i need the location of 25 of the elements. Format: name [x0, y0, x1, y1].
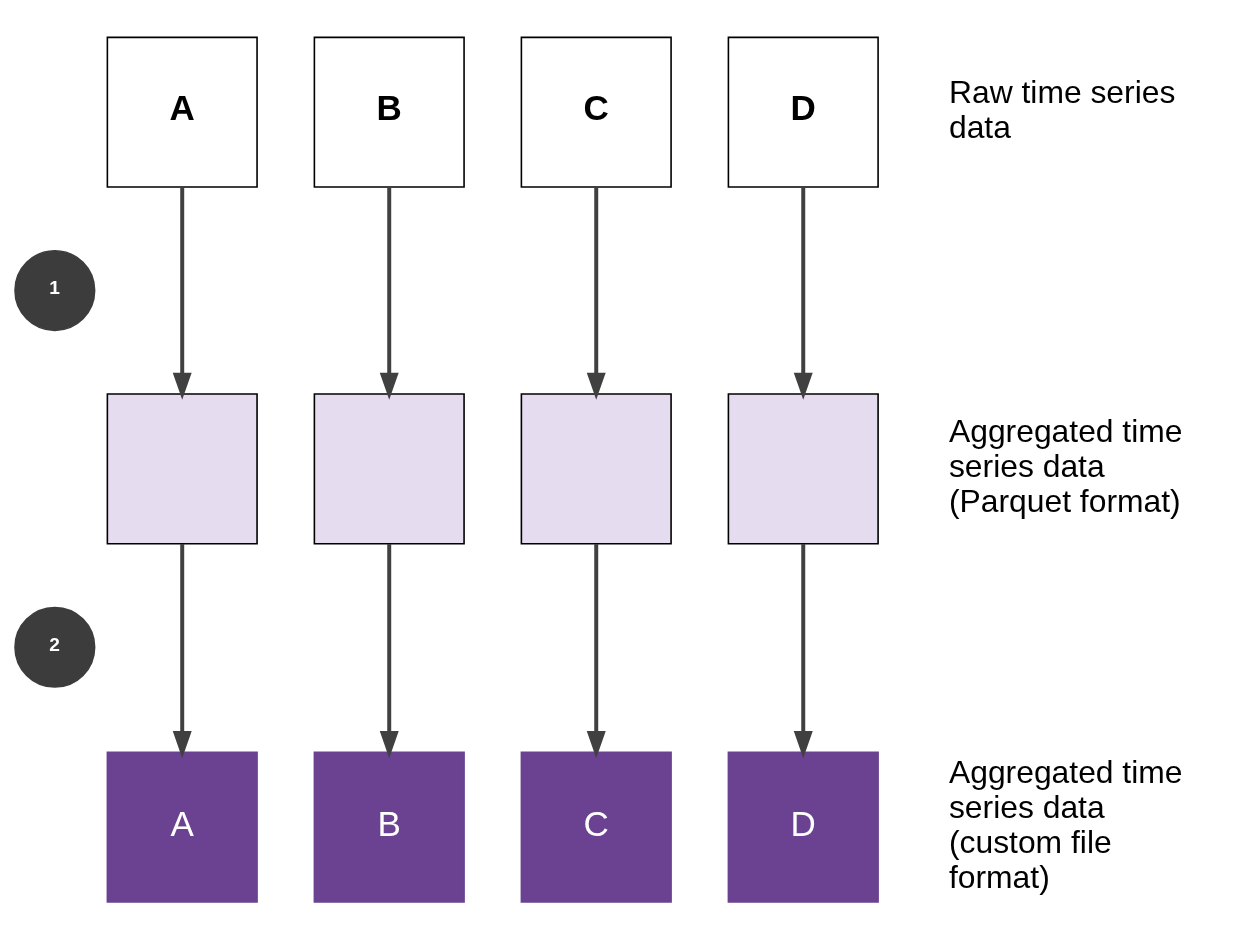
arrow — [379, 187, 399, 400]
arrow — [586, 187, 606, 400]
arrow — [172, 543, 192, 758]
arrow — [172, 187, 192, 400]
arrow — [793, 187, 813, 400]
node-box: A — [106, 751, 258, 903]
node-box: A — [106, 36, 258, 188]
node-box: D — [727, 751, 879, 903]
node-box: D — [727, 36, 879, 188]
node-circle: 1 — [14, 249, 96, 331]
label: Aggregated time series data (Parquet format) — [948, 412, 1183, 519]
node-circle: 2 — [14, 606, 96, 688]
label: Raw time series data — [948, 73, 1176, 145]
node-box — [106, 392, 258, 545]
node-box: C — [520, 36, 672, 188]
arrow — [793, 543, 813, 758]
arrow — [586, 543, 606, 758]
node-box — [727, 392, 879, 545]
node-box: B — [313, 751, 465, 903]
node-box — [313, 392, 465, 545]
node-box: B — [313, 36, 465, 188]
node-box — [520, 392, 672, 545]
label: Aggregated time series data (custom file format) — [948, 753, 1183, 895]
arrow — [379, 543, 399, 758]
node-box: C — [520, 751, 672, 903]
